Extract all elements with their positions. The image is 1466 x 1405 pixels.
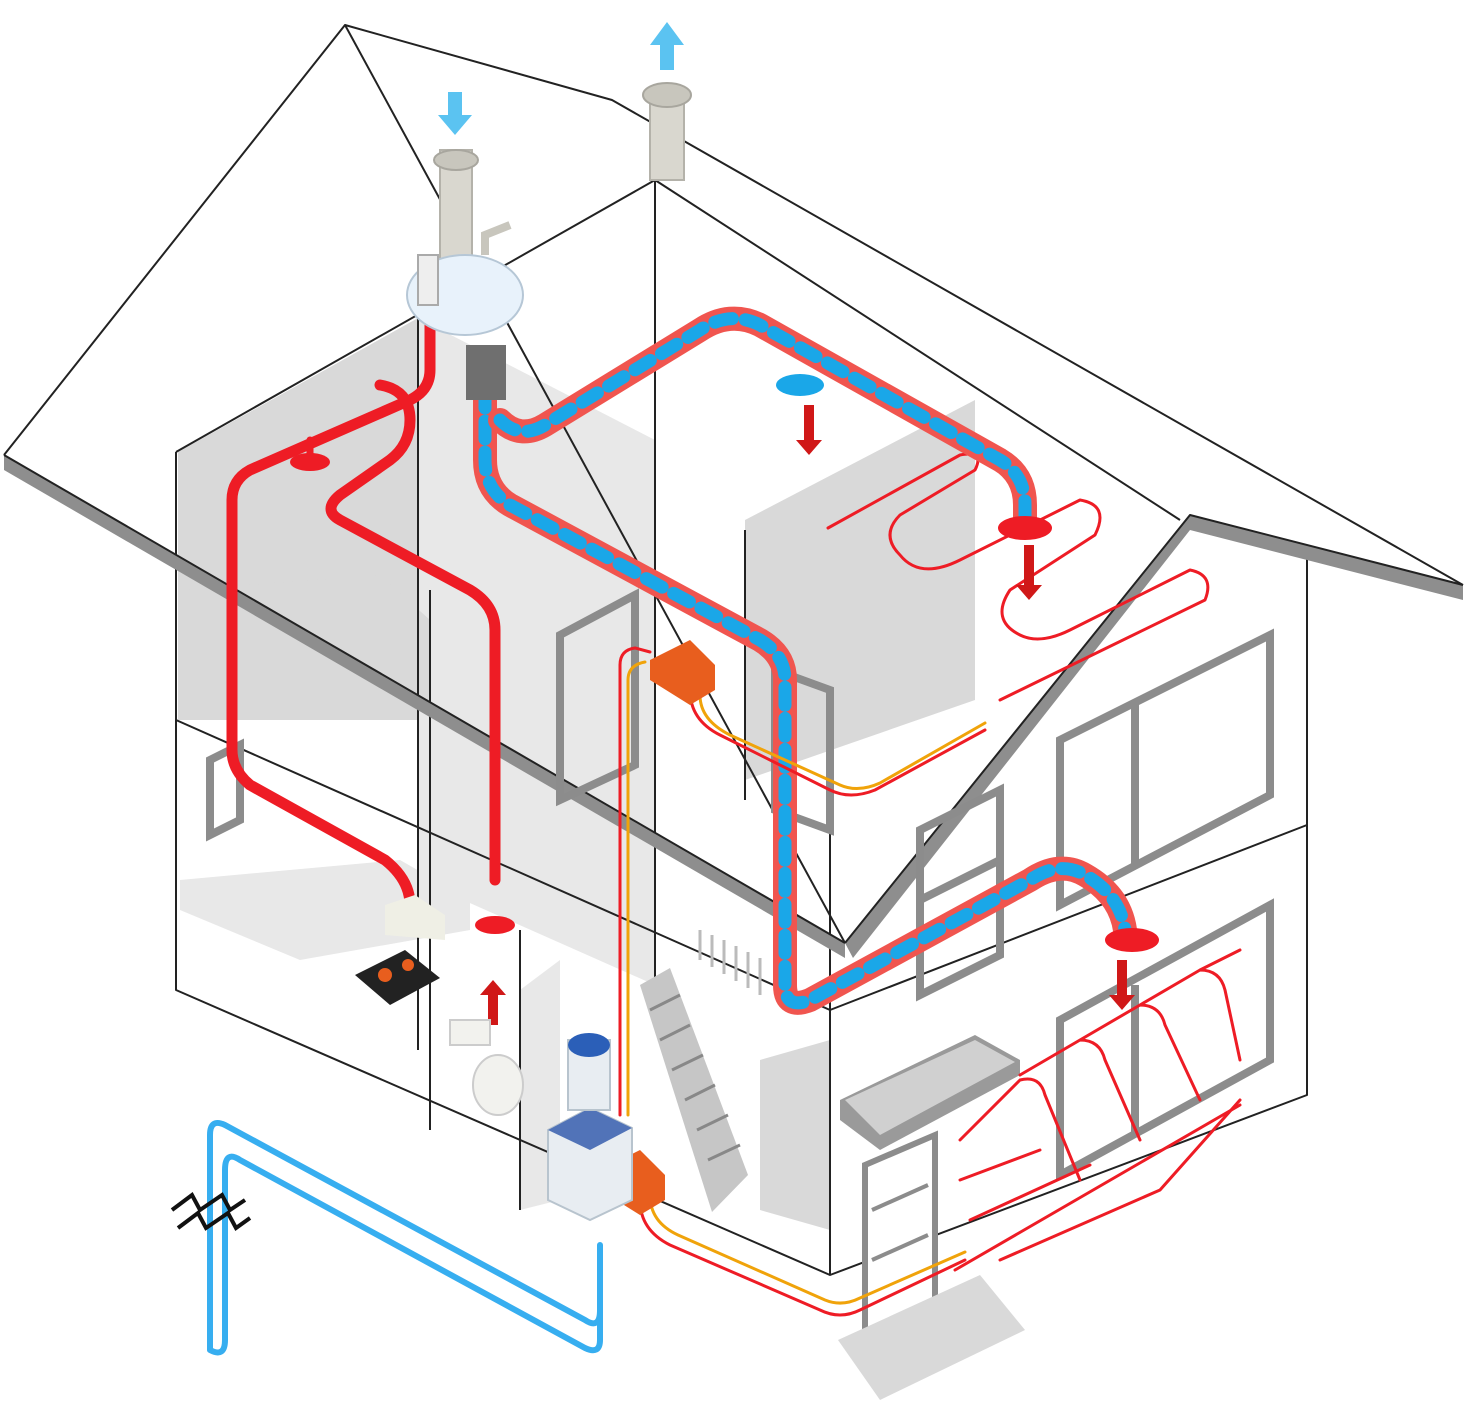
intake-vent-icon xyxy=(433,92,479,281)
window-frames xyxy=(206,628,1274,1182)
warm-air-ducts xyxy=(226,314,501,911)
geothermal-loop xyxy=(207,1120,603,1356)
entrance-canopy xyxy=(838,1035,1025,1400)
heat-recovery-unit-icon xyxy=(406,221,524,400)
supply-pipes xyxy=(618,646,987,1317)
air-diffuser-icon xyxy=(290,374,1159,952)
roof xyxy=(3,24,1464,958)
airflow-arrows xyxy=(480,405,1135,1025)
stove-icon xyxy=(355,895,445,1005)
heat-pump-icon xyxy=(547,1106,633,1222)
floor-heating-lower xyxy=(953,948,1242,1272)
water-tank-icon xyxy=(567,1033,611,1111)
staircase-icon xyxy=(640,930,762,1212)
exhaust-vent-icon xyxy=(642,22,692,181)
balanced-ventilation-duct xyxy=(473,306,1137,1015)
floor-heating-upper xyxy=(826,452,1210,702)
geothermal-ground-icon xyxy=(170,1192,252,1231)
toilet-icon xyxy=(449,1019,524,1116)
